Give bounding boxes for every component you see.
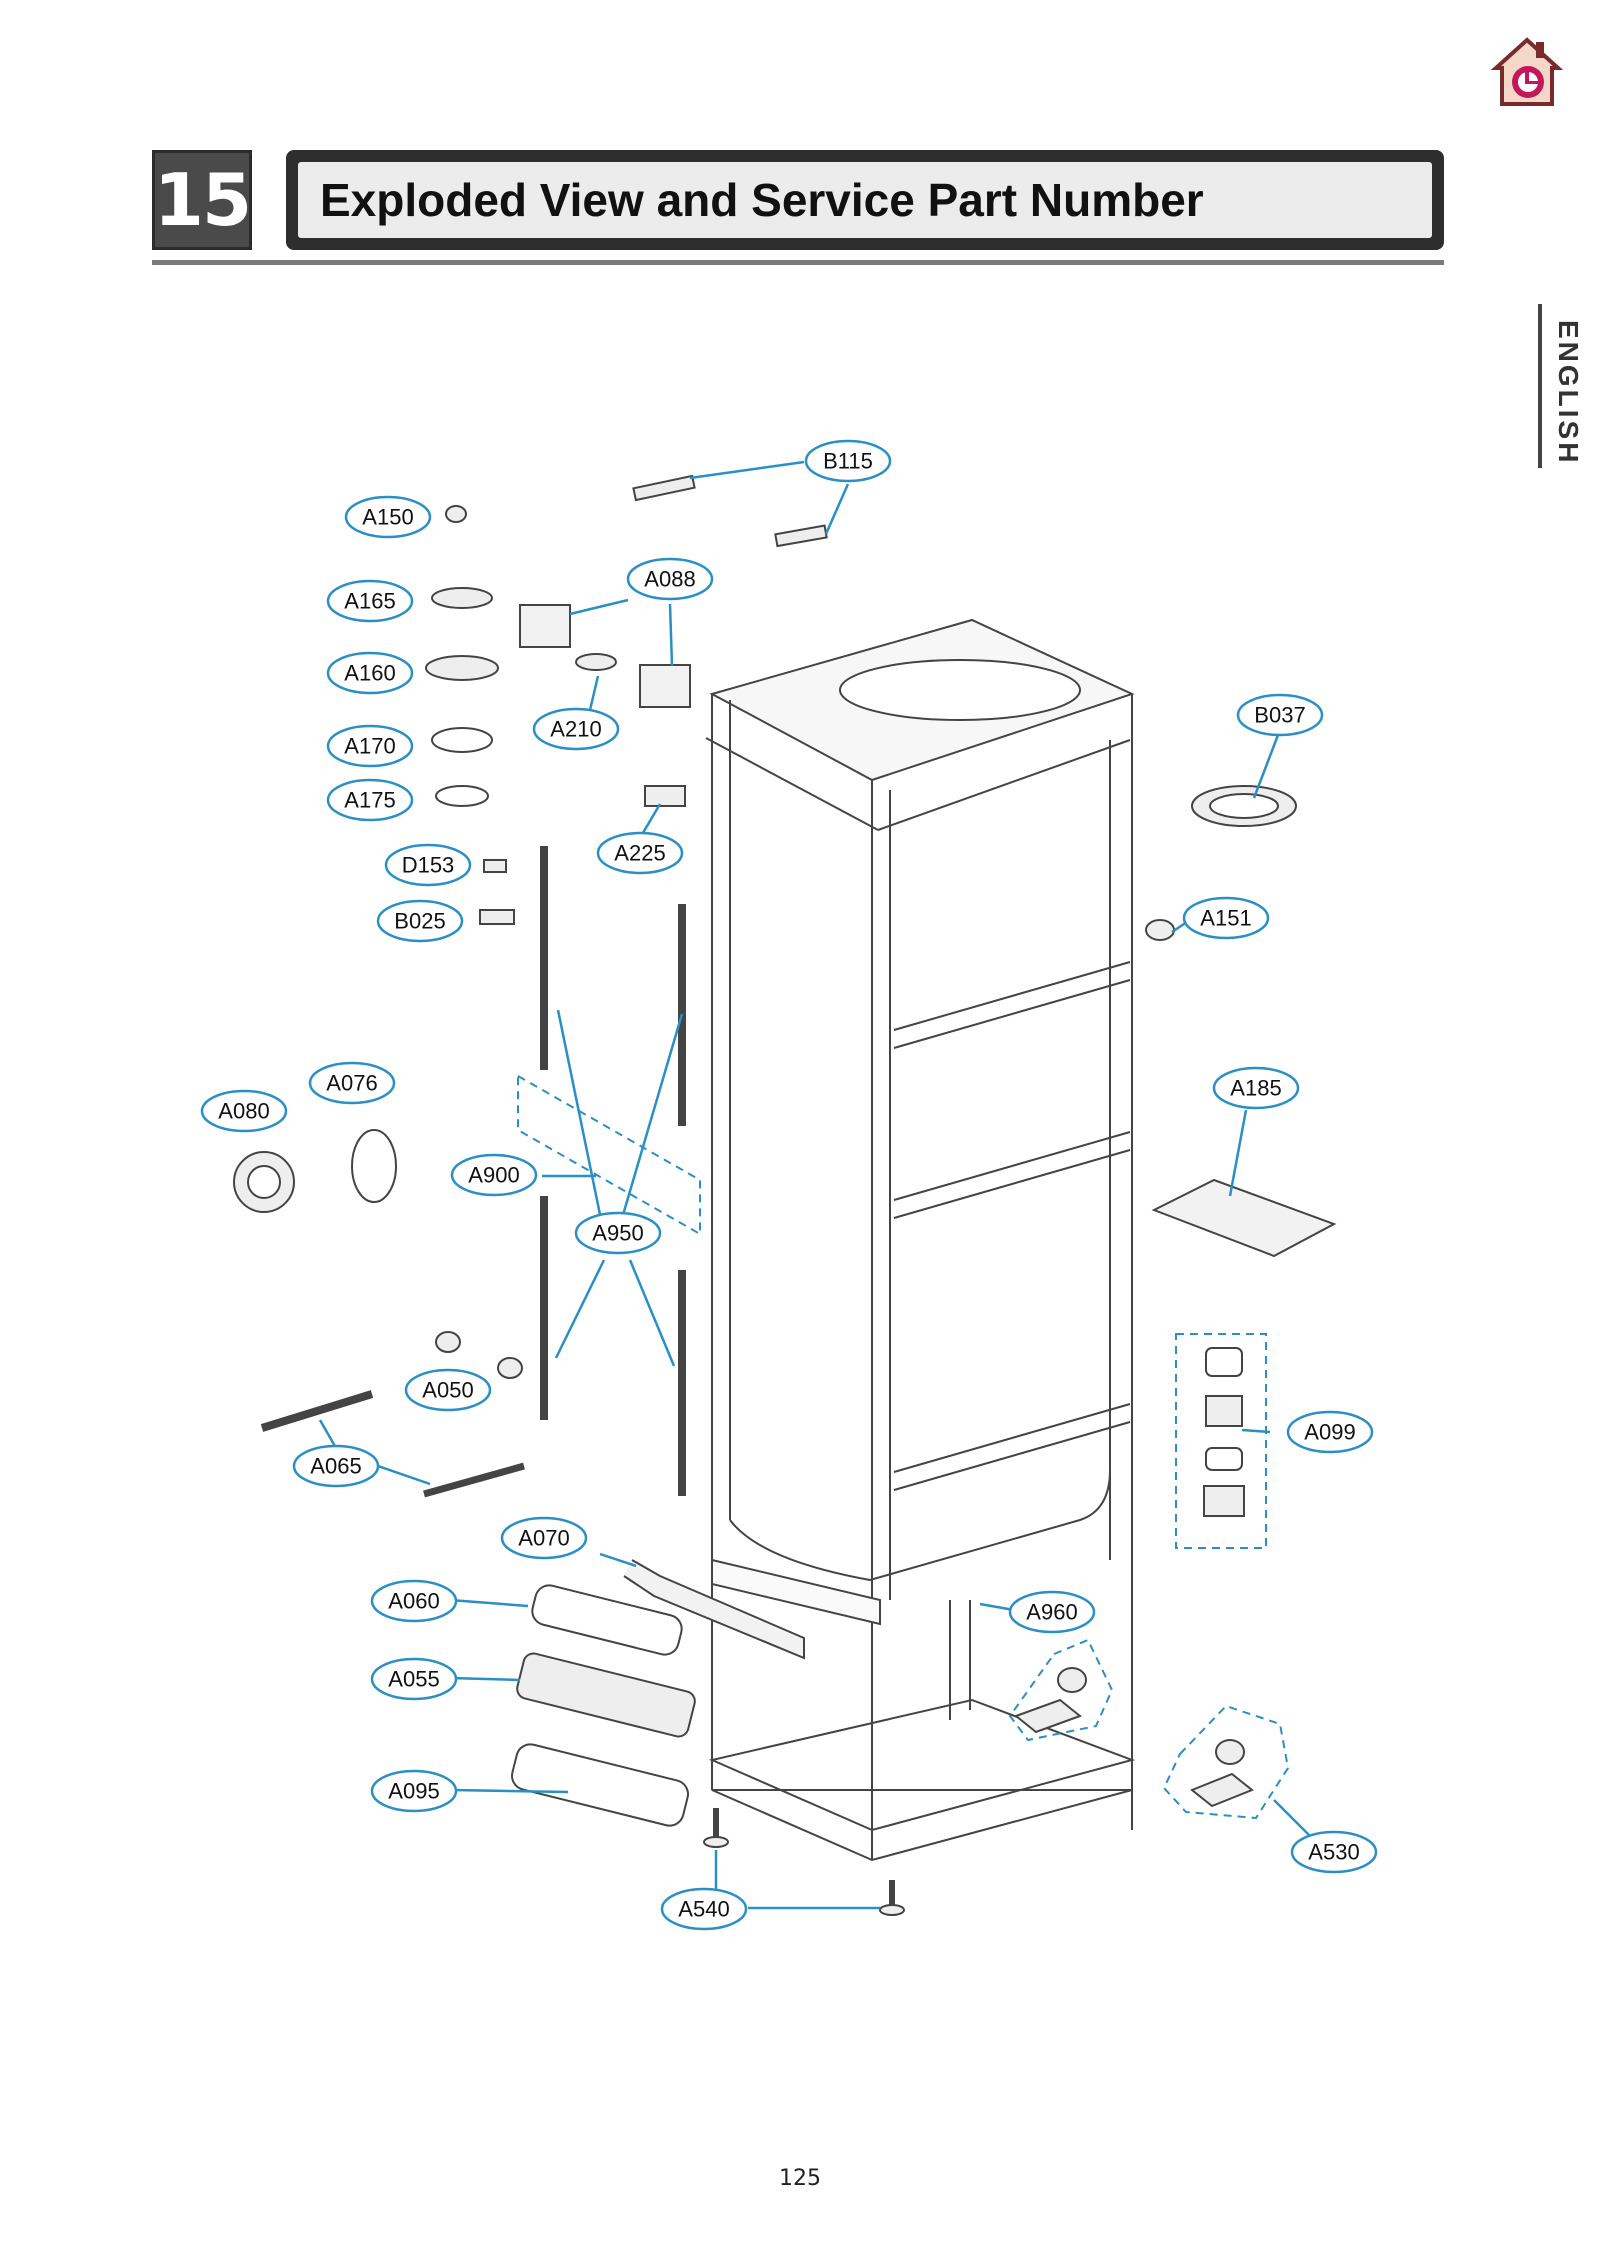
language-tab-label: ENGLISH bbox=[1553, 320, 1584, 466]
callout-a050 bbox=[404, 1368, 492, 1412]
lg-home-logo-icon bbox=[1488, 34, 1566, 108]
label-b037: B037 bbox=[1254, 703, 1305, 728]
label-a185: A185 bbox=[1230, 1076, 1281, 1101]
label-a050: A050 bbox=[422, 1378, 473, 1403]
callout-a175 bbox=[326, 778, 414, 822]
callout-a900 bbox=[450, 1153, 538, 1197]
label-a170: A170 bbox=[344, 734, 395, 759]
callout-a065 bbox=[292, 1444, 380, 1488]
callout-a080 bbox=[200, 1089, 288, 1133]
label-a080: A080 bbox=[218, 1099, 269, 1124]
page-title: Exploded View and Service Part Number bbox=[320, 174, 1204, 226]
label-a950: A950 bbox=[592, 1221, 643, 1246]
label-a160: A160 bbox=[344, 661, 395, 686]
label-a210: A210 bbox=[550, 717, 601, 742]
callout-a055 bbox=[370, 1657, 458, 1701]
label-a960: A960 bbox=[1026, 1600, 1077, 1625]
label-a095: A095 bbox=[388, 1779, 439, 1804]
callout-b115 bbox=[804, 439, 892, 483]
page-title-inner: Exploded View and Service Part Number bbox=[298, 162, 1432, 238]
callout-a076 bbox=[308, 1061, 396, 1105]
callout-a185 bbox=[1212, 1066, 1300, 1110]
callout-a170 bbox=[326, 724, 414, 768]
callout-a151 bbox=[1182, 896, 1270, 940]
label-a070: A070 bbox=[518, 1526, 569, 1551]
parts-drawings bbox=[233, 474, 1337, 1916]
callout-a150 bbox=[344, 495, 432, 539]
label-d153: D153 bbox=[402, 853, 455, 878]
dashed-groups bbox=[517, 1074, 1290, 1820]
callout-a530 bbox=[1290, 1830, 1378, 1874]
page-number: 125 bbox=[779, 2166, 821, 2191]
label-a055: A055 bbox=[388, 1667, 439, 1692]
callout-a165 bbox=[326, 579, 414, 623]
label-a060: A060 bbox=[388, 1589, 439, 1614]
label-a088: A088 bbox=[644, 567, 695, 592]
label-a151: A151 bbox=[1200, 906, 1251, 931]
callout-a540 bbox=[660, 1887, 748, 1931]
callout-a070 bbox=[500, 1516, 588, 1560]
label-a076: A076 bbox=[326, 1071, 377, 1096]
language-tab bbox=[1538, 304, 1592, 468]
label-a225: A225 bbox=[614, 841, 665, 866]
label-a175: A175 bbox=[344, 788, 395, 813]
label-a099: A099 bbox=[1304, 1420, 1355, 1445]
title-divider bbox=[152, 260, 1444, 265]
label-a065: A065 bbox=[310, 1454, 361, 1479]
callout-a088 bbox=[626, 557, 714, 601]
leader-lines bbox=[318, 460, 1311, 1910]
callout-b025 bbox=[376, 899, 464, 943]
label-a165: A165 bbox=[344, 589, 395, 614]
label-a900: A900 bbox=[468, 1163, 519, 1188]
section-number: 15 bbox=[152, 150, 252, 250]
callout-d153 bbox=[384, 843, 472, 887]
label-a540: A540 bbox=[678, 1897, 729, 1922]
callout-a060 bbox=[370, 1579, 458, 1623]
callout-a960 bbox=[1008, 1590, 1096, 1634]
callout-a210 bbox=[532, 707, 620, 751]
callout-ovals bbox=[200, 439, 1378, 1931]
callout-labels: B115 A150 A088 A165 A160 A210 B037 A170 … bbox=[218, 449, 1359, 1922]
label-b025: B025 bbox=[394, 909, 445, 934]
callout-a950 bbox=[574, 1211, 662, 1255]
callout-a095 bbox=[370, 1769, 458, 1813]
callout-a160 bbox=[326, 651, 414, 695]
callout-b037 bbox=[1236, 693, 1324, 737]
label-a530: A530 bbox=[1308, 1840, 1359, 1865]
callout-a099 bbox=[1286, 1410, 1374, 1454]
callout-a225 bbox=[596, 831, 684, 875]
label-b115: B115 bbox=[823, 449, 873, 474]
page-title-bar: Exploded View and Service Part Number bbox=[286, 150, 1444, 250]
cabinet-frame bbox=[705, 618, 1136, 1862]
label-a150: A150 bbox=[362, 505, 413, 530]
